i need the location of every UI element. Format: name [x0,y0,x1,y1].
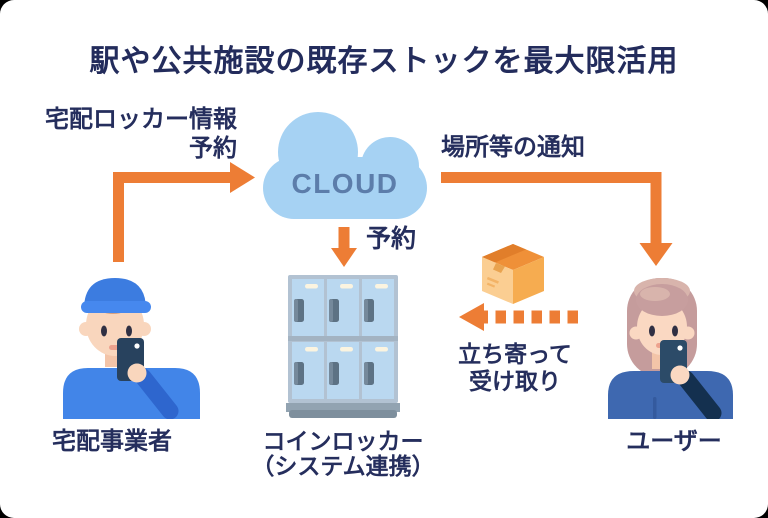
user-to-locker-label: 立ち寄って 受け取り [443,341,587,395]
delivery-person-icon [57,267,205,420]
locker-label-line1: コインロッカー [262,428,424,454]
locker-label-line2: （システム連携） [251,453,435,480]
page-title: 駅や公共施設の既存ストックを最大限活用 [89,45,679,78]
cloud-label: CLOUD [291,168,398,199]
provider-label: 宅配事業者 [52,428,172,455]
package-icon [478,242,548,306]
provider-to-cloud-label: 宅配ロッカー情報 予約 [33,105,237,164]
locker-icon [286,274,402,420]
user-icon [596,267,744,422]
user-to-locker-label-line2: 受け取り [469,368,561,395]
provider-to-cloud-label-line1: 宅配ロッカー情報 [45,106,237,133]
cloud-to-user-arrow [441,172,673,266]
cloud-icon: CLOUD [263,112,427,219]
cloud-to-locker-label: 予約 [366,225,417,253]
cloud-to-locker-arrow [331,227,357,267]
provider-to-cloud-arrow [113,162,255,262]
user-to-locker-arrow [459,303,578,331]
cloud-to-user-label: 場所等の通知 [441,134,585,161]
user-label: ユーザー [626,428,722,455]
provider-to-cloud-label-line2: 予約 [189,135,237,163]
locker-label: コインロッカー （システム連携） [243,428,443,480]
user-to-locker-label-line1: 立ち寄って [458,341,572,367]
